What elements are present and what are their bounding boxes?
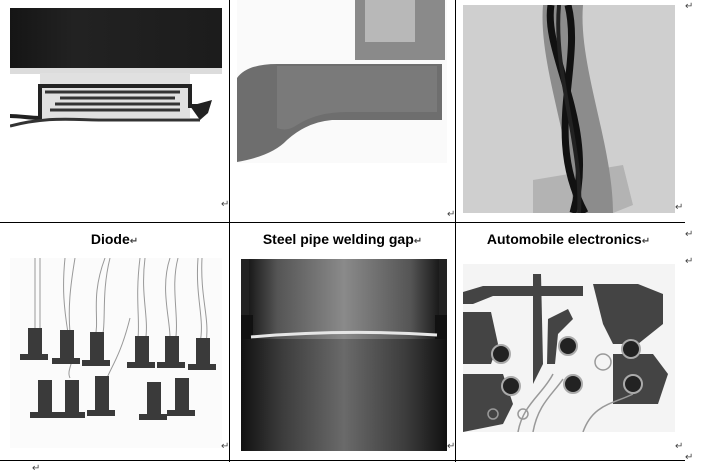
paragraph-mark: ↵ xyxy=(685,229,694,240)
paragraph-mark: ↵ xyxy=(685,452,694,463)
paragraph-mark: ↵ xyxy=(32,463,41,474)
paragraph-mark: ↵ xyxy=(447,209,456,220)
caption-diode: Diode↵ xyxy=(90,231,139,247)
paragraph-mark: ↵ xyxy=(675,441,684,452)
caption-steel-pipe: Steel pipe welding gap↵ xyxy=(262,231,423,247)
paragraph-mark: ↵ xyxy=(675,202,684,213)
xray-image-bracket xyxy=(237,0,447,163)
xray-image-diodes xyxy=(10,258,222,448)
paragraph-mark: ↵ xyxy=(221,441,230,452)
caption-automobile: Automobile electronics↵ xyxy=(486,231,651,247)
image-table: ↵ ↵ ↵ Diode↵ Steel pipe welding gap↵ Aut… xyxy=(0,0,693,463)
paragraph-mark: ↵ xyxy=(685,1,694,12)
paragraph-mark: ↵ xyxy=(447,441,456,452)
table-divider xyxy=(0,460,685,461)
paragraph-mark: ↵ xyxy=(685,256,694,267)
table-divider xyxy=(229,0,230,462)
xray-image-automobile-pcb xyxy=(463,264,675,432)
paragraph-mark: ↵ xyxy=(221,199,230,210)
table-divider xyxy=(455,0,456,462)
xray-image-twisted-cable xyxy=(463,5,675,213)
xray-image-steel-pipe xyxy=(241,259,447,451)
table-divider xyxy=(0,222,685,223)
xray-image-component xyxy=(10,8,222,128)
